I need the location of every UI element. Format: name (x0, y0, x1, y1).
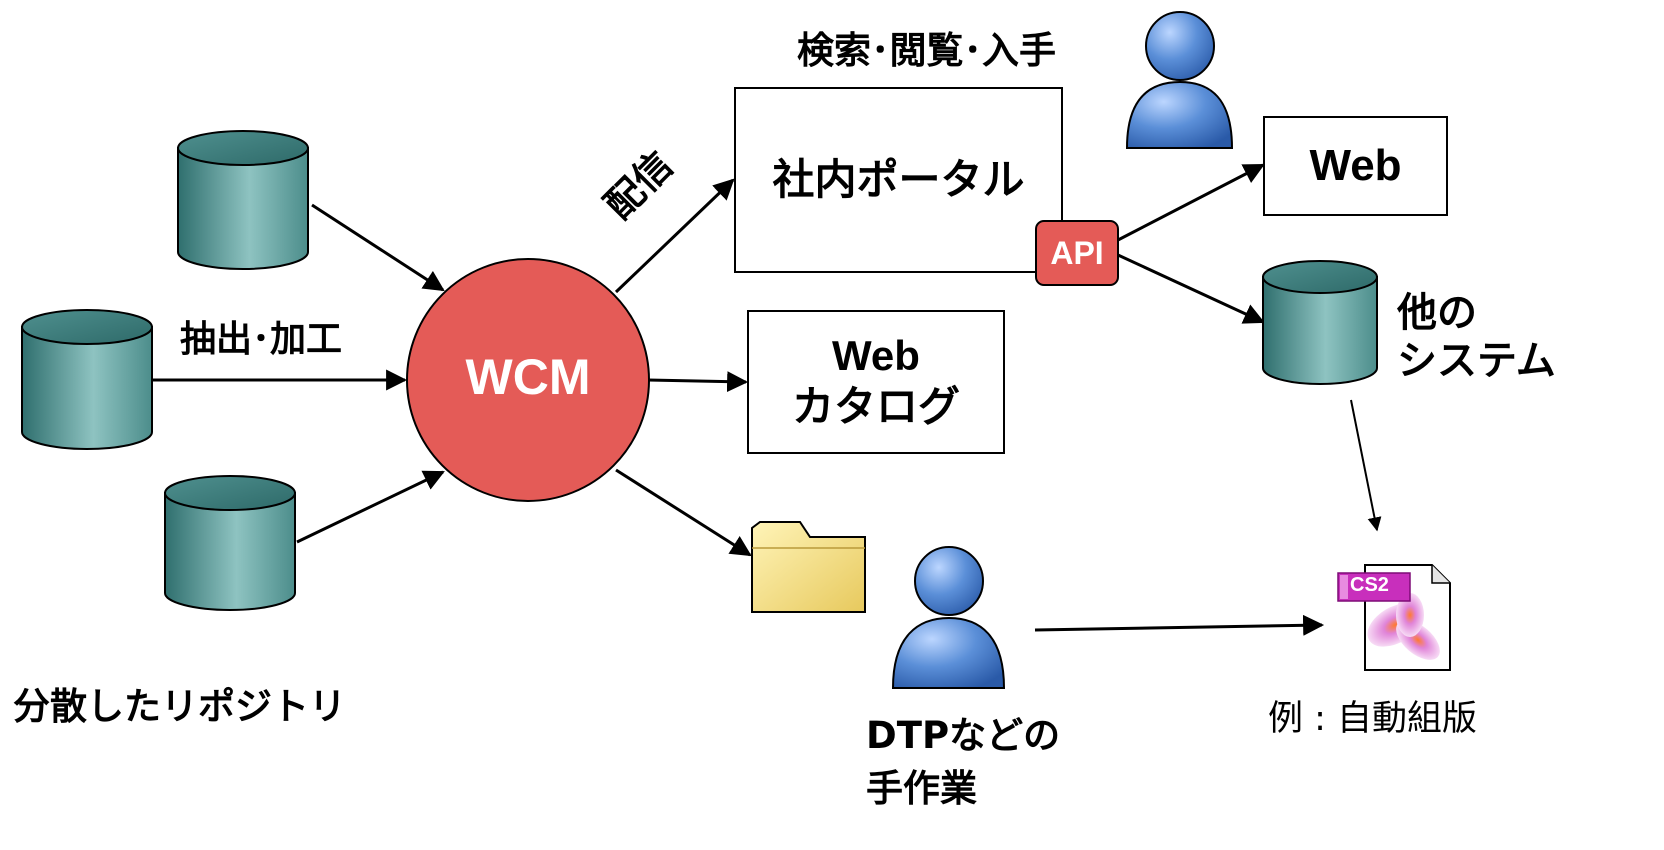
other-systems-cylinder (1262, 260, 1378, 385)
api-badge: API (1035, 220, 1119, 286)
search-view-obtain-label: 検索･閲覧･入手 (797, 29, 1056, 72)
arrow-api-to-web (1117, 163, 1265, 242)
dtp-person-icon (891, 546, 1006, 689)
arrow-other-systems-to-indesign (1350, 399, 1382, 532)
wcm-circle (406, 258, 650, 502)
arrow-repo3-to-wcm (296, 470, 445, 544)
web-label: Web (1309, 141, 1402, 190)
internal-portal-box: 社内ポータル (734, 87, 1063, 273)
arrow-repo1-to-wcm (311, 203, 445, 292)
web-box: Web (1263, 116, 1448, 216)
repository-cylinder-3 (164, 475, 296, 611)
other-systems-label-line2: システム (1397, 338, 1556, 384)
dtp-label-line1: DTPなどの (866, 714, 1061, 757)
wcm-label: WCM (465, 349, 591, 405)
web-catalog-line2: カタログ (791, 382, 960, 431)
arrows (152, 163, 1382, 636)
arrow-api-to-other-systems (1117, 253, 1265, 324)
indesign-cs2-icon (1337, 564, 1451, 671)
arrow-wcm-to-folder (615, 468, 752, 557)
internal-portal-label: 社内ポータル (772, 154, 1025, 204)
other-systems-label-line1: 他の (1397, 290, 1477, 336)
distributed-repositories-label: 分散したリポジトリ (13, 685, 346, 728)
dtp-label-line2: 手作業 (866, 767, 977, 810)
repository-cylinder-1 (177, 130, 309, 270)
arrow-wcm-to-portal (614, 178, 735, 294)
web-catalog-box: Web カタログ (747, 310, 1005, 454)
arrow-dtp-to-indesign (1034, 614, 1325, 636)
api-label: API (1050, 234, 1104, 271)
repository-cylinder-2 (21, 309, 153, 450)
cs2-badge-label: CS2 (1350, 574, 1389, 596)
example-auto-typesetting-label: 例 : 自動組版 (1268, 699, 1478, 739)
folder-icon (751, 521, 866, 613)
user-person-icon (1125, 11, 1234, 149)
arrow-wcm-to-catalog (647, 371, 749, 393)
extract-process-label: 抽出･加工 (180, 319, 343, 360)
web-catalog-line1: Web (832, 332, 920, 379)
